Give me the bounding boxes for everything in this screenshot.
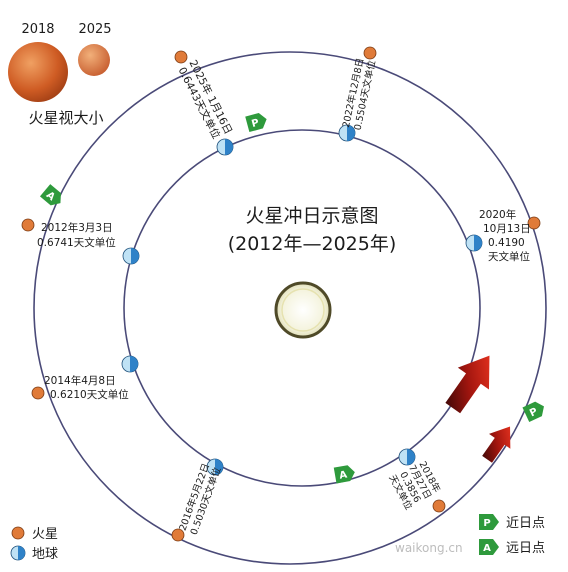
svg-text:10月13日: 10月13日 xyxy=(483,223,531,235)
mars-2014 xyxy=(31,386,45,400)
svg-text:2012年3月3日: 2012年3月3日 xyxy=(41,221,113,234)
legend-aphelion-label: 远日点 xyxy=(506,541,545,556)
svg-text:P: P xyxy=(250,117,260,130)
svg-text:0.6210天文单位: 0.6210天文单位 xyxy=(50,388,129,401)
svg-text:0.6741天文单位: 0.6741天文单位 xyxy=(37,236,116,249)
legend-earth-label: 地球 xyxy=(32,547,58,562)
opposition-label-2016: 2016年5月22日 0.5030天文单位 xyxy=(177,462,224,537)
opposition-label-2020: 2020年 10月13日 0.4190 天文单位 xyxy=(479,208,531,263)
size-label-2025: 2025 xyxy=(78,22,111,37)
legend-aphelion-swatch: A xyxy=(479,539,499,555)
mars-perihelion-marker: P xyxy=(522,401,544,423)
earth-2012 xyxy=(122,247,140,265)
svg-text:P: P xyxy=(483,518,490,529)
earth-2014 xyxy=(121,355,139,373)
svg-text:2020年: 2020年 xyxy=(479,208,516,221)
opposition-label-2014: 2014年4月8日 0.6210天文单位 xyxy=(44,374,129,401)
earth-2020 xyxy=(465,234,483,252)
earth-aphelion-marker: A xyxy=(333,465,355,484)
mars-2022 xyxy=(363,46,377,60)
svg-text:A: A xyxy=(339,470,349,482)
legend: 火星 地球 P 近日点 A 远日点 xyxy=(10,514,545,562)
earth-orbit xyxy=(123,129,481,487)
earth-2025 xyxy=(216,138,234,156)
mars-2025 xyxy=(174,50,188,64)
legend-perihelion-label: 近日点 xyxy=(506,516,545,531)
mars-2025-disc xyxy=(78,44,110,76)
mars-2012 xyxy=(21,218,35,232)
svg-text:0.4190: 0.4190 xyxy=(488,237,525,249)
large-red-arrow xyxy=(445,355,490,414)
mars-2018 xyxy=(432,499,446,513)
mars-2020 xyxy=(527,216,541,230)
legend-mars-swatch xyxy=(11,526,25,540)
svg-text:A: A xyxy=(483,543,491,554)
svg-text:天文单位: 天文单位 xyxy=(488,250,530,263)
legend-earth-swatch xyxy=(10,545,26,561)
svg-text:P: P xyxy=(528,406,539,419)
size-caption: 火星视大小 xyxy=(28,109,103,127)
diagram-subtitle: (2012年—2025年) xyxy=(228,233,397,255)
opposition-label-2022: 2022年12月8日 0.5504天文单位 xyxy=(340,57,378,131)
opposition-label-2012: 2012年3月3日 0.6741天文单位 xyxy=(37,221,116,249)
sun xyxy=(274,281,332,339)
diagram-title: 火星冲日示意图 xyxy=(245,205,378,227)
svg-text:2014年4月8日: 2014年4月8日 xyxy=(44,374,116,387)
earth-perihelion-marker: P xyxy=(245,112,267,133)
legend-perihelion-swatch: P xyxy=(479,514,499,530)
mars-2016 xyxy=(171,528,185,542)
earth-2016 xyxy=(206,458,224,476)
small-red-arrow xyxy=(482,426,511,463)
legend-mars-label: 火星 xyxy=(32,527,58,542)
mars-2018-disc xyxy=(8,42,68,102)
mars-aphelion-marker: A xyxy=(39,184,61,206)
size-label-2018: 2018 xyxy=(21,22,54,37)
mars-orbit xyxy=(33,51,547,565)
opposition-label-2025: 2025年 1月16日 0.6443天文单位 xyxy=(176,58,236,142)
earth-2022 xyxy=(338,124,356,142)
watermark: waikong.cn xyxy=(395,541,463,555)
earth-2018 xyxy=(398,448,416,466)
